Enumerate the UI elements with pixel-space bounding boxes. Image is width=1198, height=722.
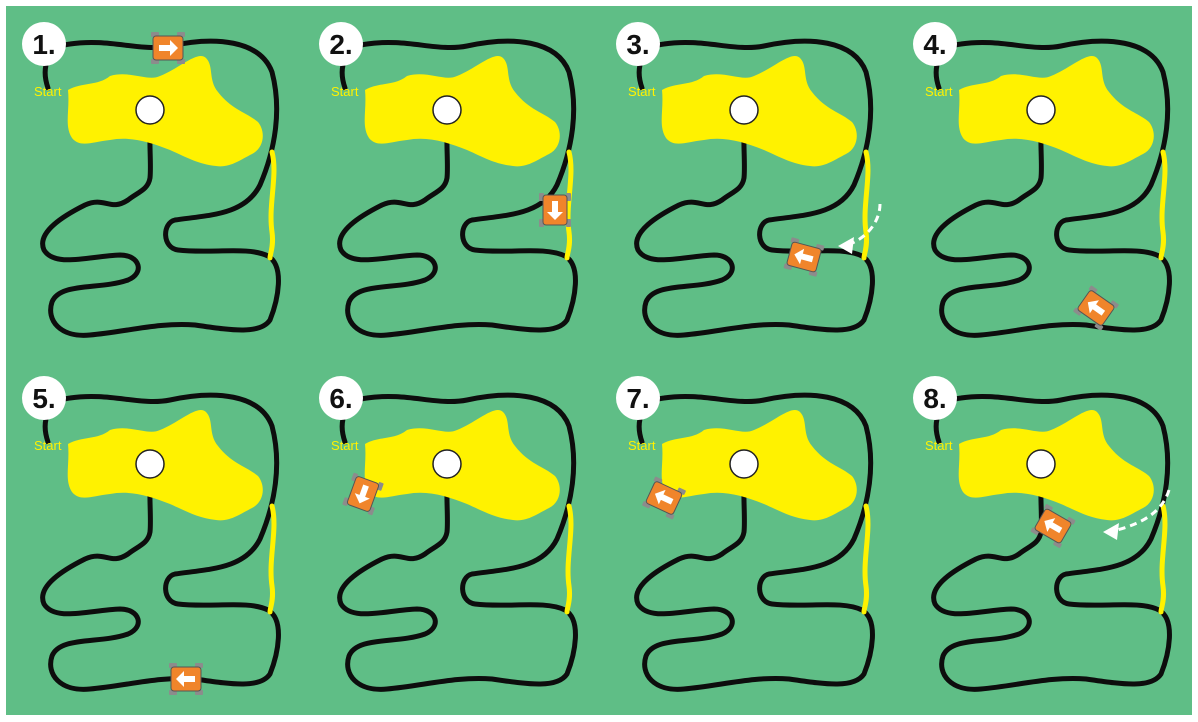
- island-circle: [136, 96, 164, 124]
- step-number: 4.: [923, 29, 946, 60]
- robot: [539, 193, 571, 227]
- start-label: Start: [34, 84, 62, 99]
- island-circle: [433, 450, 461, 478]
- track-diagram: Start 1. Start 2. Start 3. Start 4. Start 5. Start…: [6, 6, 1192, 715]
- start-label: Start: [628, 84, 656, 99]
- start-label: Start: [925, 438, 953, 453]
- step-number: 8.: [923, 383, 946, 414]
- step-number: 1.: [32, 29, 55, 60]
- island-circle: [730, 96, 758, 124]
- start-label: Start: [331, 84, 359, 99]
- island-circle: [433, 96, 461, 124]
- step-number: 6.: [329, 383, 352, 414]
- step-number: 2.: [329, 29, 352, 60]
- robot: [169, 663, 203, 695]
- start-label: Start: [331, 438, 359, 453]
- start-label: Start: [628, 438, 656, 453]
- island-circle: [1027, 450, 1055, 478]
- robot: [151, 32, 185, 64]
- step-number: 5.: [32, 383, 55, 414]
- step-number: 3.: [626, 29, 649, 60]
- island-circle: [1027, 96, 1055, 124]
- start-label: Start: [34, 438, 62, 453]
- start-label: Start: [925, 84, 953, 99]
- island-circle: [730, 450, 758, 478]
- island-circle: [136, 450, 164, 478]
- step-number: 7.: [626, 383, 649, 414]
